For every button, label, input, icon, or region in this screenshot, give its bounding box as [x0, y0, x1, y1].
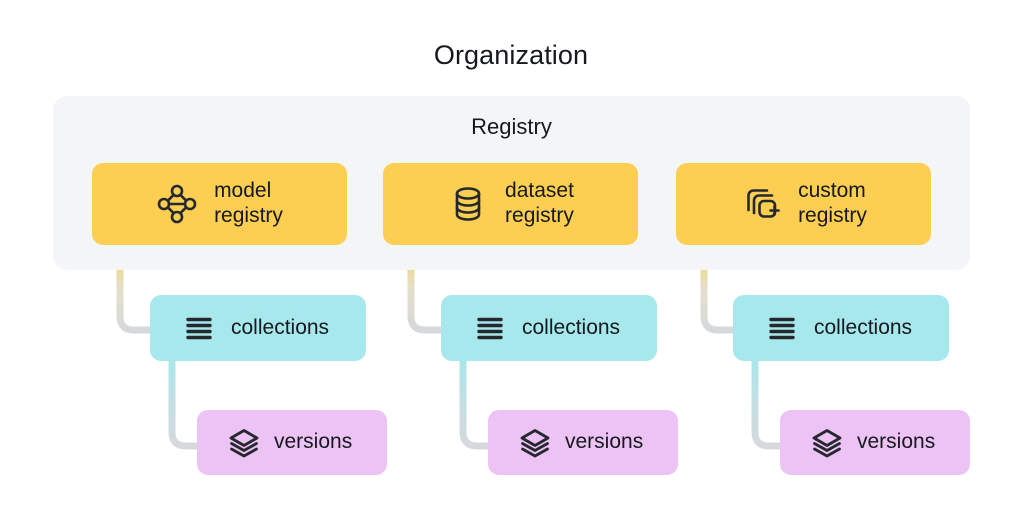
page-title: Organization [433, 40, 589, 70]
list-lines-icon [474, 312, 506, 344]
card-label: dataset registry [505, 179, 574, 227]
card-dataset-registry[interactable]: dataset registry [383, 163, 638, 245]
card-label: collections [814, 315, 913, 339]
card-label: custom registry [798, 179, 867, 227]
card-label: collections [231, 315, 330, 339]
card-label: collections [522, 315, 621, 339]
card-label: versions [857, 430, 936, 454]
card-collections-1[interactable]: collections [150, 295, 366, 361]
layers-stack-icon [228, 427, 260, 459]
list-lines-icon [766, 312, 798, 344]
database-icon [447, 183, 489, 225]
registry-group-label: Registry [471, 114, 552, 139]
layers-stack-icon [811, 427, 843, 459]
card-label: versions [274, 430, 353, 454]
card-collections-2[interactable]: collections [441, 295, 657, 361]
card-label: versions [565, 430, 644, 454]
card-custom-registry[interactable]: custom registry [676, 163, 931, 245]
card-versions-3[interactable]: versions [780, 410, 970, 475]
layers-stack-icon [519, 427, 551, 459]
card-collections-3[interactable]: collections [733, 295, 949, 361]
network-nodes-icon [156, 183, 198, 225]
card-model-registry[interactable]: model registry [92, 163, 347, 245]
stacked-squares-plus-icon [740, 183, 782, 225]
list-lines-icon [183, 312, 215, 344]
card-label: model registry [214, 179, 283, 227]
card-versions-1[interactable]: versions [197, 410, 387, 475]
card-versions-2[interactable]: versions [488, 410, 678, 475]
